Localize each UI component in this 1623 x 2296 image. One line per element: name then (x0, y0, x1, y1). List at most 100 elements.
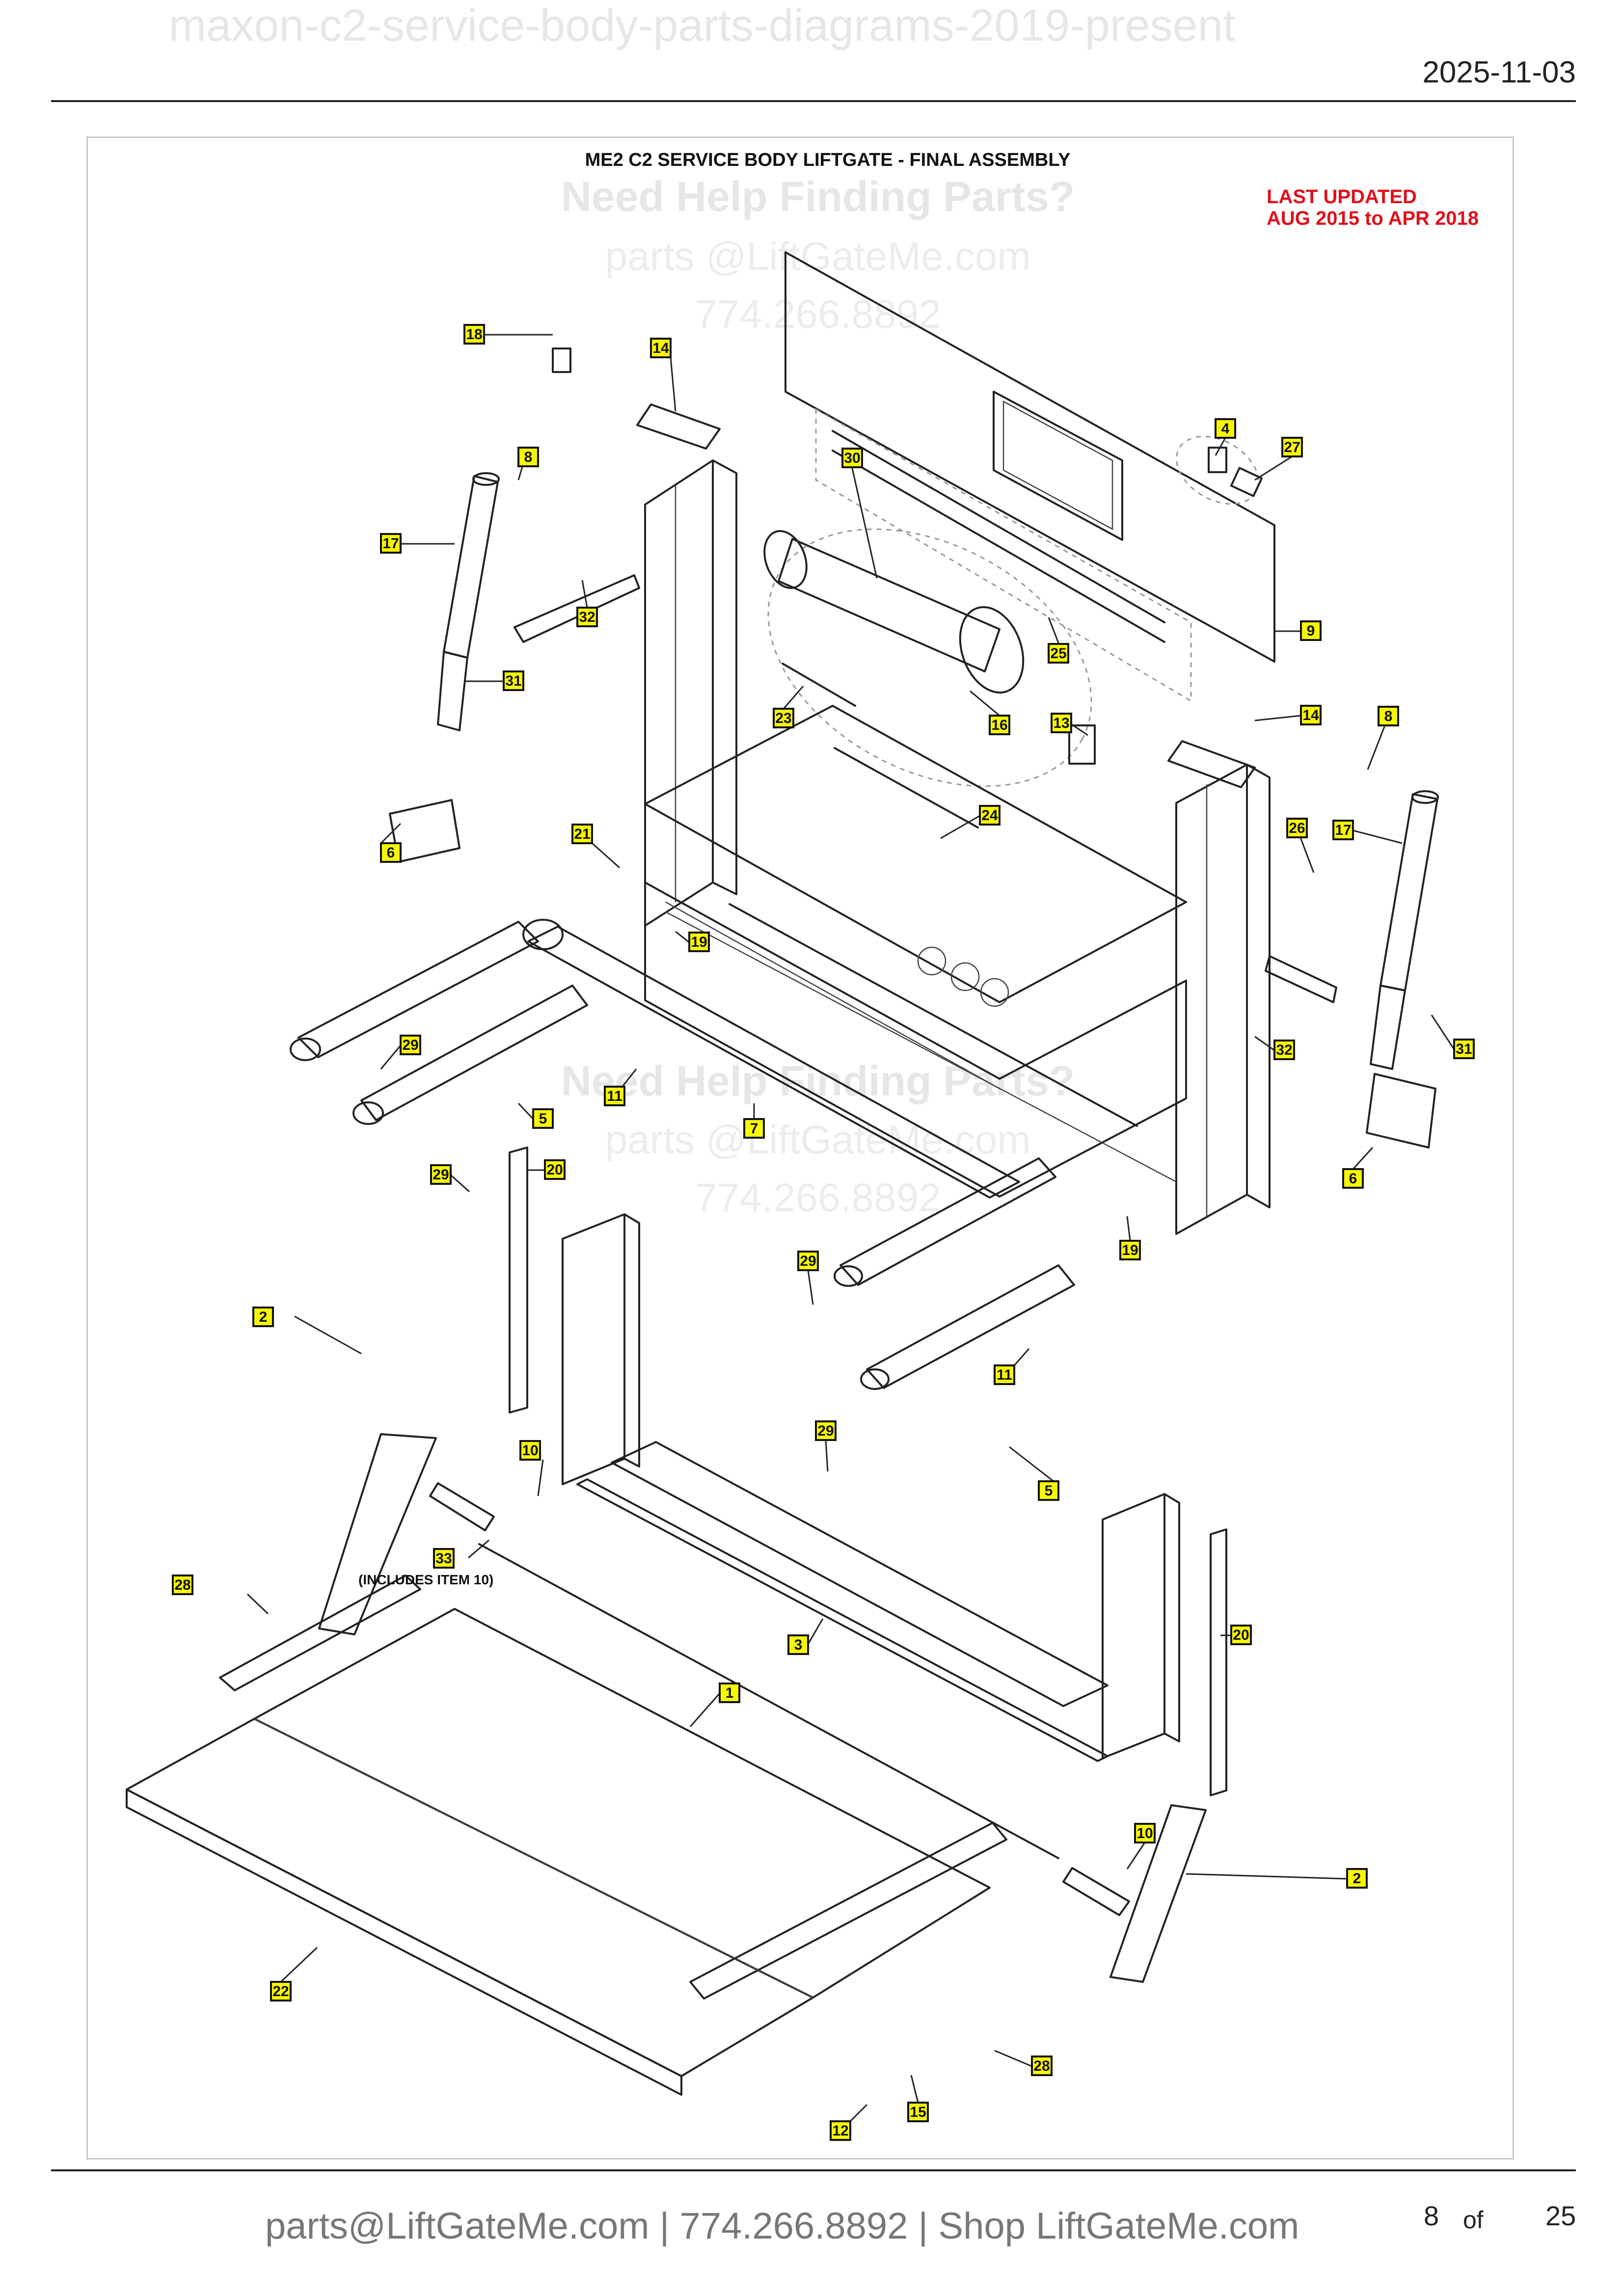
callout-11-lower: 11 (994, 1364, 1015, 1385)
svg-text:10: 10 (522, 1442, 538, 1459)
plate-20-left (509, 1147, 528, 1414)
header-rule (51, 100, 1576, 102)
callout-14-upper: 14 (650, 338, 672, 358)
help-watermark2-line1: Need Help Finding Parts? (561, 1058, 1075, 1105)
svg-text:8: 8 (524, 449, 533, 465)
date-label: 2025-11-03 (1422, 55, 1576, 89)
svg-text:31: 31 (505, 673, 521, 689)
callout-labels: 18 14 8 17 30 4 27 32 31 9 25 16 23 13 1… (172, 324, 1475, 2141)
svg-text:28: 28 (174, 1577, 190, 1593)
right-column (1175, 764, 1271, 1235)
svg-text:32: 32 (579, 609, 595, 625)
svg-text:25: 25 (1050, 645, 1066, 662)
callout-2-left: 2 (252, 1307, 274, 1327)
svg-text:29: 29 (800, 1253, 816, 1269)
callout-26: 26 (1286, 818, 1308, 838)
main-tube-7 (522, 919, 1020, 1199)
callout-22: 22 (270, 1981, 292, 2002)
cylinder-17-left (437, 472, 500, 731)
callout-9: 9 (1300, 620, 1322, 641)
left-column (644, 459, 737, 927)
parts-diagram: .p{fill:none;stroke:#222;stroke-width:4;… (126, 150, 1479, 2141)
parallel-arm-right (834, 1157, 1075, 1390)
callout-11-upper: 11 (604, 1086, 625, 1106)
callout-17-right: 17 (1332, 820, 1354, 840)
callout-32-left: 32 (576, 607, 598, 627)
svg-text:8: 8 (1384, 708, 1393, 724)
cover-14-left (636, 403, 721, 450)
base-frame (644, 705, 1187, 1198)
callout-15: 15 (907, 2102, 929, 2122)
pump-unit (763, 528, 1092, 787)
hydraulic-hoses (815, 408, 1192, 702)
watermark-title: maxon-c2-service-body-parts-diagrams-201… (168, 0, 1236, 51)
svg-text:7: 7 (750, 1121, 758, 1137)
last-updated-label: LAST UPDATED (1267, 186, 1417, 208)
callout-31-left: 31 (503, 670, 524, 691)
svg-text:5: 5 (539, 1111, 547, 1127)
help-watermark-line2: parts @LiftGateMe.com (605, 234, 1030, 279)
help-watermark-line1: Need Help Finding Parts? (561, 173, 1075, 220)
svg-text:20: 20 (1233, 1627, 1249, 1643)
page-number-current: 8 (1424, 2200, 1439, 2231)
svg-text:2: 2 (259, 1309, 268, 1325)
footer-rule (51, 2169, 1576, 2171)
callout-10-upper: 10 (519, 1440, 541, 1461)
svg-text:4: 4 (1221, 421, 1230, 437)
arm-32-left (514, 574, 640, 643)
svg-text:13: 13 (1053, 715, 1069, 731)
svg-text:23: 23 (775, 710, 791, 726)
svg-text:21: 21 (574, 826, 590, 842)
callout-6-left: 6 (380, 842, 402, 863)
callout-29-upper-left: 29 (400, 1035, 421, 1055)
svg-text:12: 12 (832, 2123, 848, 2139)
svg-text:11: 11 (997, 1367, 1012, 1383)
callout-5-lower: 5 (1038, 1480, 1059, 1501)
callout-16: 16 (989, 715, 1010, 735)
cylinder-2-right (1109, 1804, 1207, 1983)
svg-text:2: 2 (1353, 1870, 1361, 1887)
svg-text:17: 17 (382, 535, 399, 552)
callout-28-left: 28 (172, 1575, 193, 1595)
callout-30: 30 (841, 448, 863, 468)
help-watermark2-line2: parts @LiftGateMe.com (605, 1118, 1030, 1162)
svg-text:14: 14 (1302, 707, 1319, 723)
cylinder-2-left (318, 1433, 437, 1635)
callout-19-upper: 19 (688, 932, 710, 952)
callout-28-right: 28 (1031, 2056, 1053, 2076)
callout-17-left: 17 (380, 533, 402, 554)
help-watermark-line3: 774.266.8892 (695, 292, 941, 337)
platform-22 (126, 1575, 1007, 2096)
cover-panel (784, 251, 1275, 663)
callout-27: 27 (1281, 437, 1303, 457)
footer-contact: parts@LiftGateMe.com | 774.266.8892 | Sh… (265, 2205, 1299, 2247)
svg-text:26: 26 (1289, 820, 1305, 836)
callout-2-right: 2 (1346, 1868, 1368, 1889)
callout-10-lower: 10 (1134, 1823, 1156, 1843)
svg-text:29: 29 (817, 1423, 834, 1439)
diagram-title: ME2 C2 SERVICE BODY LIFTGATE - FINAL ASS… (585, 150, 1071, 170)
lower-crossbar (611, 1441, 1109, 1707)
help-watermark2-line3: 774.266.8892 (695, 1175, 941, 1220)
svg-text:29: 29 (433, 1167, 449, 1183)
callout-29-left: 29 (430, 1164, 452, 1185)
lower-left-column (562, 1213, 640, 1485)
leader-lines (246, 334, 1455, 2122)
svg-text:33: 33 (435, 1550, 452, 1567)
callout-5-upper: 5 (532, 1108, 554, 1129)
note-item-33: (INCLUDES ITEM 10) (358, 1572, 493, 1587)
callout-7: 7 (743, 1118, 765, 1139)
callout-13: 13 (1051, 713, 1072, 733)
pin-10-left (429, 1482, 495, 1531)
svg-text:14: 14 (652, 340, 669, 356)
svg-text:6: 6 (1349, 1171, 1357, 1187)
rod-3 (478, 1543, 1059, 1859)
bracket-6-right (1366, 1073, 1436, 1148)
svg-text:28: 28 (1033, 2058, 1050, 2074)
cylinder-17-right (1370, 790, 1439, 1070)
callout-29-middle: 29 (797, 1251, 819, 1271)
callout-12: 12 (830, 2120, 851, 2141)
svg-text:27: 27 (1284, 439, 1300, 455)
callout-24: 24 (979, 805, 1001, 826)
svg-text:19: 19 (691, 934, 707, 950)
